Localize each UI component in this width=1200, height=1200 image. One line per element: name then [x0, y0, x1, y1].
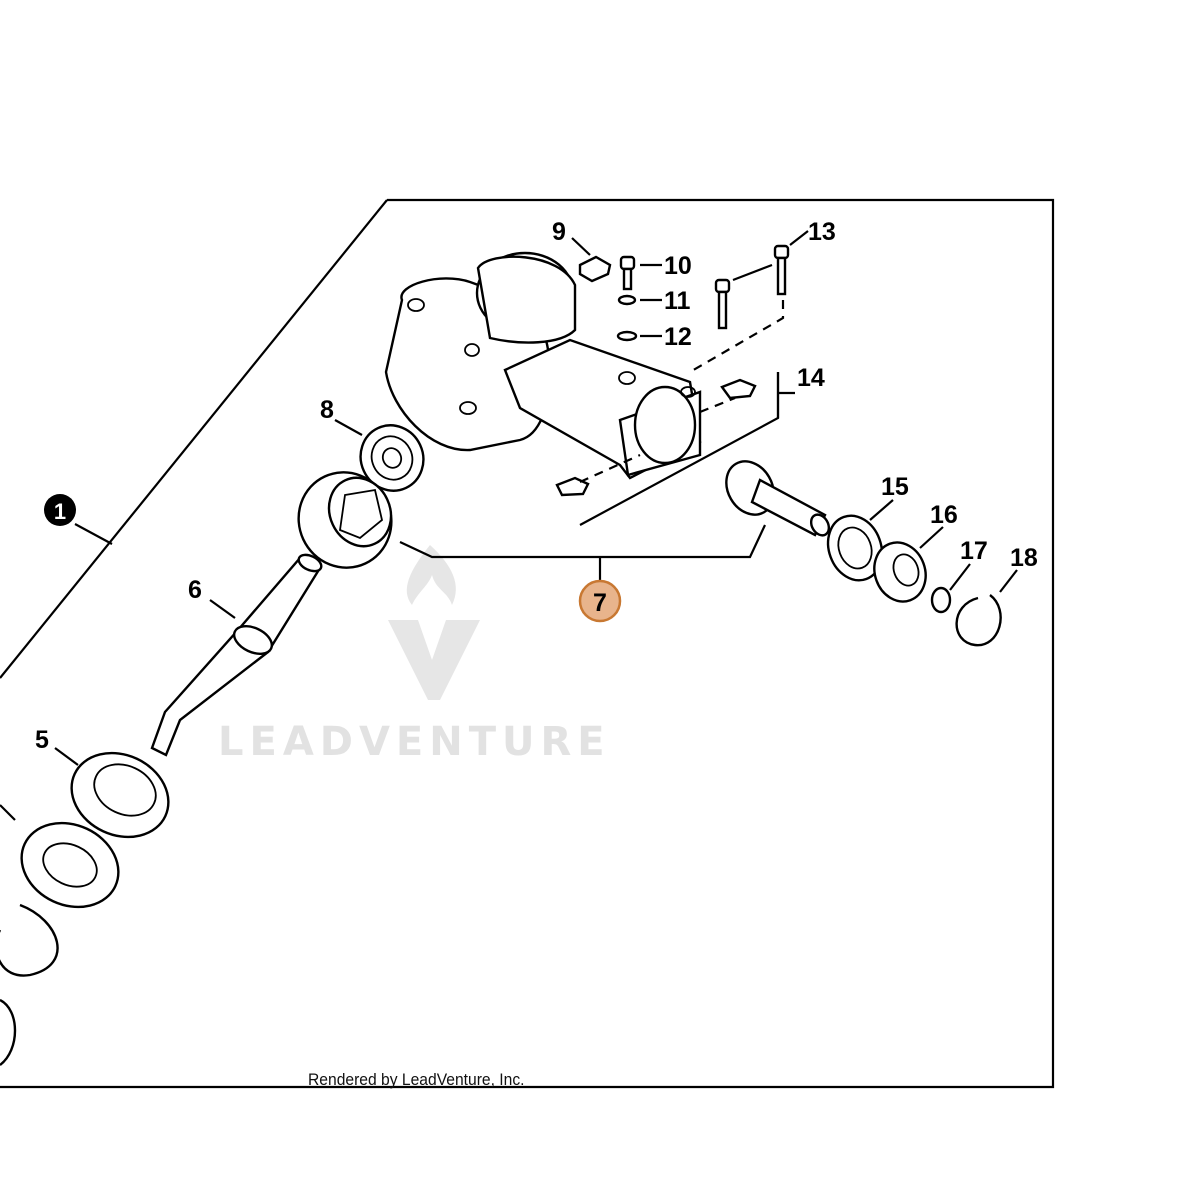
callout-1-badge	[44, 494, 76, 526]
callout-17[interactable]: 17	[960, 537, 988, 565]
bevel-gear	[297, 471, 393, 569]
ring-left	[0, 998, 17, 1066]
callout-6[interactable]: 6	[188, 576, 202, 604]
washer-12	[616, 330, 638, 342]
callout-5[interactable]: 5	[35, 726, 49, 754]
watermark-logo-icon	[388, 545, 480, 700]
bearing-16	[873, 541, 927, 603]
callout-1: 1	[54, 499, 66, 524]
washer-11	[617, 294, 637, 306]
screws-13	[714, 244, 790, 330]
callout-16[interactable]: 16	[930, 501, 958, 529]
watermark-text: LEADVENTURE	[218, 719, 611, 765]
splined-shaft-6	[150, 553, 323, 757]
callout-18[interactable]: 18	[1010, 544, 1038, 572]
callout-8[interactable]: 8	[320, 396, 334, 424]
callout-labels: 1 9 10 11 12 13 14 8 15 16 17 18 6 5 7	[35, 218, 1038, 754]
callout-7[interactable]: 7	[593, 589, 607, 617]
callout-13[interactable]: 13	[808, 218, 836, 246]
bolt-9	[578, 255, 612, 283]
screw-10	[619, 255, 636, 291]
callout-12[interactable]: 12	[664, 323, 692, 351]
callout-10[interactable]: 10	[664, 252, 692, 280]
clamp-plates-14	[555, 378, 757, 497]
circlip-18	[955, 594, 1002, 647]
leader-lines	[0, 230, 1018, 821]
callout-11[interactable]: 11	[664, 287, 691, 315]
thrust-washer	[20, 821, 120, 909]
diagram-frame	[0, 198, 1055, 1089]
callout-9[interactable]: 9	[552, 218, 566, 246]
bearing-15	[826, 514, 884, 582]
bearing-8	[359, 424, 425, 492]
circlip-left	[0, 903, 59, 977]
callout-7-highlight[interactable]	[578, 579, 622, 623]
callout-15[interactable]: 15	[881, 473, 909, 501]
callout-14[interactable]: 14	[797, 364, 825, 392]
rendered-by-credit: Rendered by LeadVenture, Inc.	[308, 1070, 525, 1089]
pinion-shaft	[725, 460, 831, 537]
gear-housing	[384, 251, 702, 480]
bearing-5	[70, 751, 170, 839]
ring-17	[930, 586, 952, 614]
